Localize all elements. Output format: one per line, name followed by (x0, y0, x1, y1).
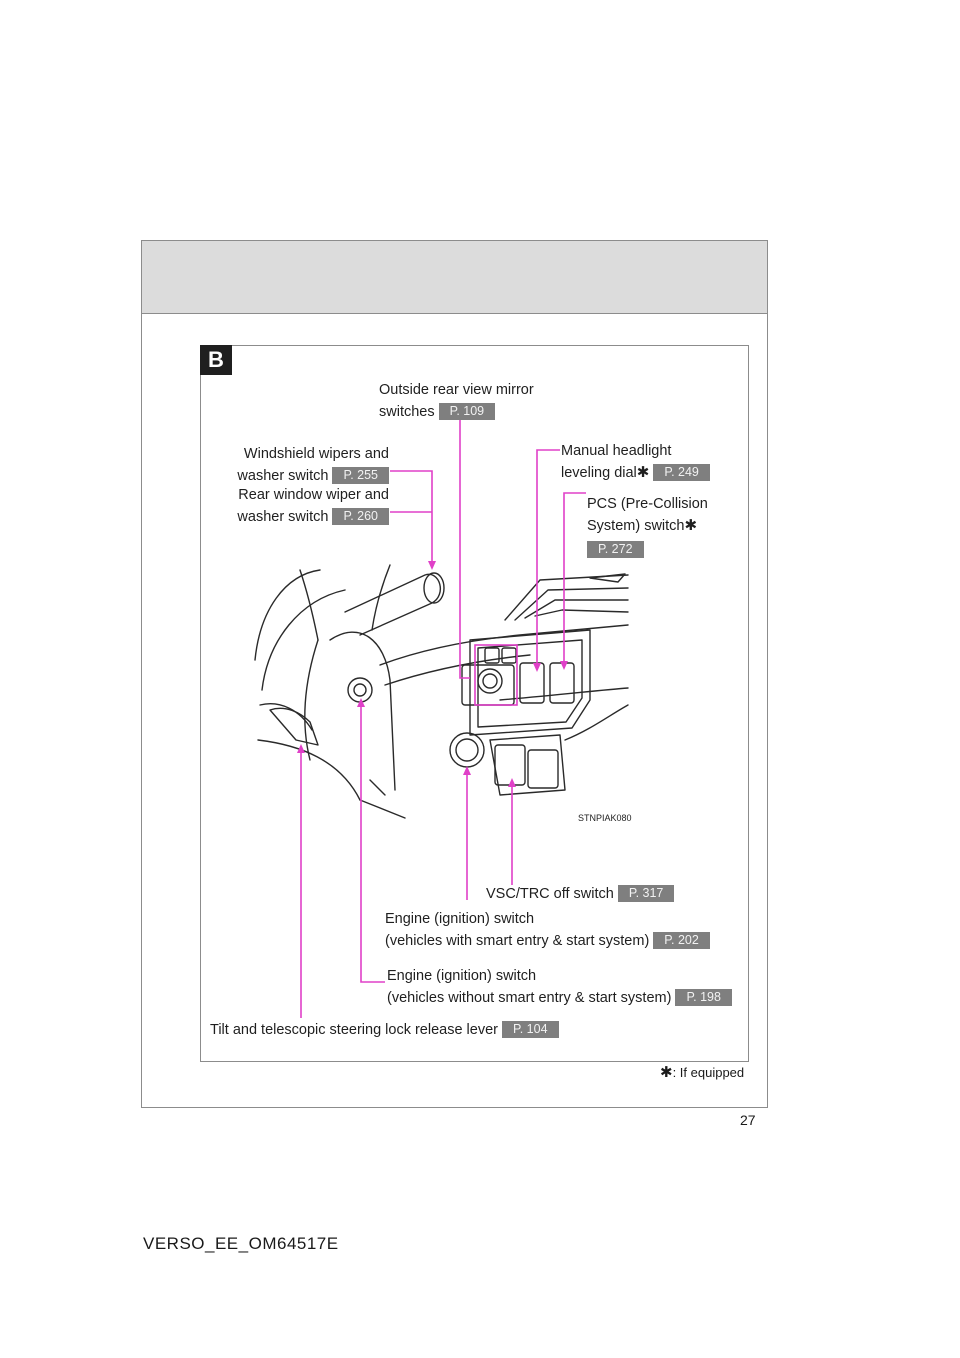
headlight-label: Manual headlight leveling dial✱P. 249 (561, 440, 710, 484)
mirror-label-line1: Outside rear view mirror (379, 382, 534, 398)
wipers-label-line2: washer switch (237, 468, 329, 484)
mirror-label-line2: switches (379, 404, 435, 420)
mirror-page-ref[interactable]: P. 109 (438, 403, 496, 420)
pcs-page-ref[interactable]: P. 272 (587, 541, 644, 558)
footnote: ✱: If equipped (660, 1063, 744, 1081)
engine-smart-page-ref[interactable]: P. 202 (653, 932, 710, 949)
wipers-label-line1: Windshield wipers and (243, 446, 389, 462)
tilt-label-line1: Tilt and telescopic steering lock releas… (210, 1022, 498, 1038)
tilt-page-ref[interactable]: P. 104 (502, 1021, 559, 1038)
footnote-text: : If equipped (672, 1065, 745, 1080)
illustration-code: STNPIAK080 (578, 813, 632, 823)
rear-wiper-page-ref[interactable]: P. 260 (332, 508, 389, 525)
engine-key-label-line1: Engine (ignition) switch (387, 968, 537, 984)
vsc-label-line1: VSC/TRC off switch (486, 886, 614, 902)
page-frame (141, 240, 768, 1108)
pcs-label-line2: System) switch (587, 518, 685, 534)
vsc-page-ref[interactable]: P. 317 (617, 885, 675, 902)
tilt-label: Tilt and telescopic steering lock releas… (210, 1019, 559, 1041)
footnote-star-icon: ✱ (660, 1064, 673, 1081)
illustration-panel (200, 345, 749, 1062)
document-code: VERSO_EE_OM64517E (143, 1234, 339, 1253)
engine-smart-label-line1: Engine (ignition) switch (385, 911, 535, 927)
rear-wiper-label-line2: washer switch (237, 509, 329, 525)
headlight-star-icon: ✱ (636, 464, 650, 481)
pcs-label-line1: PCS (Pre-Collision (587, 496, 708, 512)
engine-key-page-ref[interactable]: P. 198 (675, 989, 732, 1006)
wipers-page-ref[interactable]: P. 255 (332, 467, 389, 484)
headlight-label-line1: Manual headlight (561, 443, 672, 459)
headlight-label-line2: leveling dial (561, 465, 637, 481)
engine-smart-label-line2: (vehicles with smart entry & start syste… (385, 933, 650, 949)
pcs-label: PCS (Pre-Collision System) switch✱ P. 27… (587, 493, 708, 561)
engine-key-label: Engine (ignition) switch (vehicles witho… (387, 965, 732, 1009)
engine-smart-label: Engine (ignition) switch (vehicles with … (385, 908, 710, 952)
pcs-star-icon: ✱ (684, 517, 698, 534)
section-marker: B (200, 345, 232, 375)
headlight-page-ref[interactable]: P. 249 (653, 464, 710, 481)
engine-key-label-line2: (vehicles without smart entry & start sy… (387, 990, 672, 1006)
page-number: 27 (740, 1112, 756, 1128)
rear-wiper-label-line1: Rear window wiper and (238, 487, 389, 503)
